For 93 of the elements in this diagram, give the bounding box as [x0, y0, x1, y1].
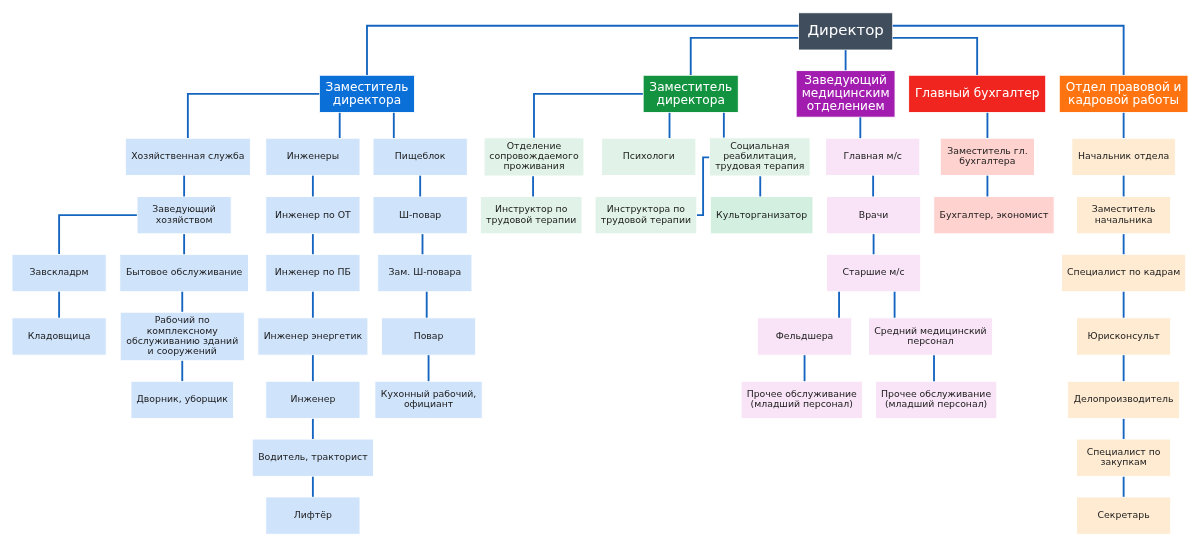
connector	[844, 49, 847, 72]
connector	[421, 233, 424, 256]
node-box: Культорганизатор	[709, 196, 814, 235]
connector	[58, 290, 61, 319]
node-box: Бухгалтер, экономист	[933, 196, 1055, 235]
node-box: Зам. Ш-повара	[377, 253, 473, 293]
connector	[183, 233, 186, 256]
node-box: Отдел правовой и кадровой работы	[1058, 74, 1189, 114]
connector	[1122, 111, 1125, 139]
connector	[986, 174, 989, 198]
connector	[533, 92, 644, 139]
connector	[311, 174, 314, 198]
node-box: Заместитель директора	[642, 74, 739, 114]
connector	[891, 24, 1125, 76]
node-box: Инженеры	[265, 137, 361, 176]
connector	[366, 24, 800, 76]
connector	[311, 354, 314, 383]
connector	[311, 290, 314, 319]
connector	[872, 174, 875, 198]
node-box: Кухонный рабочий, официант	[374, 380, 483, 420]
node-box: Ш-повар	[372, 196, 468, 235]
connector	[1122, 174, 1125, 198]
node-box: Заместитель директора	[318, 74, 416, 114]
connector	[311, 475, 314, 498]
connector	[1122, 290, 1125, 319]
connector	[689, 37, 800, 76]
connector	[933, 354, 935, 383]
node-box: Главный бухгалтер	[908, 74, 1047, 114]
connector	[872, 233, 875, 256]
node-box: Врачи	[826, 196, 922, 235]
node-box: Специалист по кадрам	[1061, 253, 1187, 293]
connector	[338, 111, 341, 139]
node-box: Пищеблок	[372, 137, 468, 176]
connector	[1122, 475, 1125, 498]
connector	[183, 174, 186, 198]
connector	[838, 290, 840, 319]
node-box: Заведующий медицинским отделением	[795, 70, 896, 118]
node-box: Водитель, тракторист	[251, 438, 374, 477]
connector	[722, 111, 725, 139]
node-box: Прочее обслуживание (младший персонал)	[740, 380, 863, 420]
connector	[419, 174, 422, 198]
connector	[181, 359, 184, 382]
node-box: Старшие м/с	[826, 253, 922, 293]
node-box: Социальная реабилитация, трудовая терапия	[708, 137, 811, 177]
connector	[311, 233, 314, 256]
connector	[1122, 417, 1125, 440]
connector	[186, 92, 321, 139]
node-box: Дворник, уборщик	[130, 380, 235, 420]
connector	[859, 116, 862, 140]
node-box: Заместитель гл. бухгалтера	[939, 137, 1035, 176]
node-box: Директор	[798, 12, 894, 51]
node-box: Инженер энергетик	[257, 317, 369, 356]
node-box: Инструктора по трудовой терапии	[594, 196, 698, 235]
connector	[891, 37, 979, 76]
connector	[311, 417, 314, 440]
node-box: Специалист по закупкам	[1076, 438, 1172, 477]
node-box: Кладовщица	[11, 317, 107, 356]
connector	[803, 354, 806, 383]
connector	[696, 156, 711, 217]
connector	[893, 290, 896, 319]
connector	[181, 290, 184, 313]
node-box: Повар	[381, 317, 477, 356]
node-box: Делопроизводитель	[1067, 380, 1181, 420]
node-box: Фельдшера	[756, 317, 853, 356]
node-box: Главная м/с	[825, 137, 921, 176]
node-box: Завскладрм	[11, 253, 107, 293]
node-box: Инженер	[265, 380, 361, 420]
connector	[1122, 233, 1125, 256]
node-box: Рабочий по комплексному обслуживанию зданий и сооружений	[119, 311, 245, 362]
connector	[1122, 354, 1125, 383]
connector	[532, 175, 534, 198]
node-box: Секретарь	[1076, 496, 1172, 535]
node-box: Отделение сопровождаемого проживания	[483, 137, 585, 177]
node-box: Лифтёр	[265, 496, 361, 535]
node-box: Заведующий хозяйством	[136, 196, 232, 235]
node-box: Юрисконсульт	[1076, 317, 1172, 356]
node-box: Средний медицинский персонал	[868, 317, 993, 356]
connector	[58, 214, 138, 256]
node-box: Инженер по ОТ	[265, 196, 361, 235]
node-box: Прочее обслуживание (младший персонал)	[875, 380, 998, 420]
connector	[392, 111, 395, 139]
node-box: Заместитель начальника	[1076, 196, 1172, 235]
connector	[427, 354, 430, 383]
node-box: Инструктор по трудовой терапии	[479, 196, 583, 235]
connector	[986, 111, 989, 139]
node-box: Хозяйственная служба	[124, 137, 251, 176]
node-box: Начальник отдела	[1071, 137, 1176, 176]
node-box: Психологи	[601, 137, 697, 176]
connector	[759, 175, 762, 198]
connector	[425, 290, 428, 319]
node-box: Бытовое обслуживание	[119, 253, 249, 293]
connector	[668, 111, 671, 139]
node-box: Инженер по ПБ	[265, 253, 361, 293]
